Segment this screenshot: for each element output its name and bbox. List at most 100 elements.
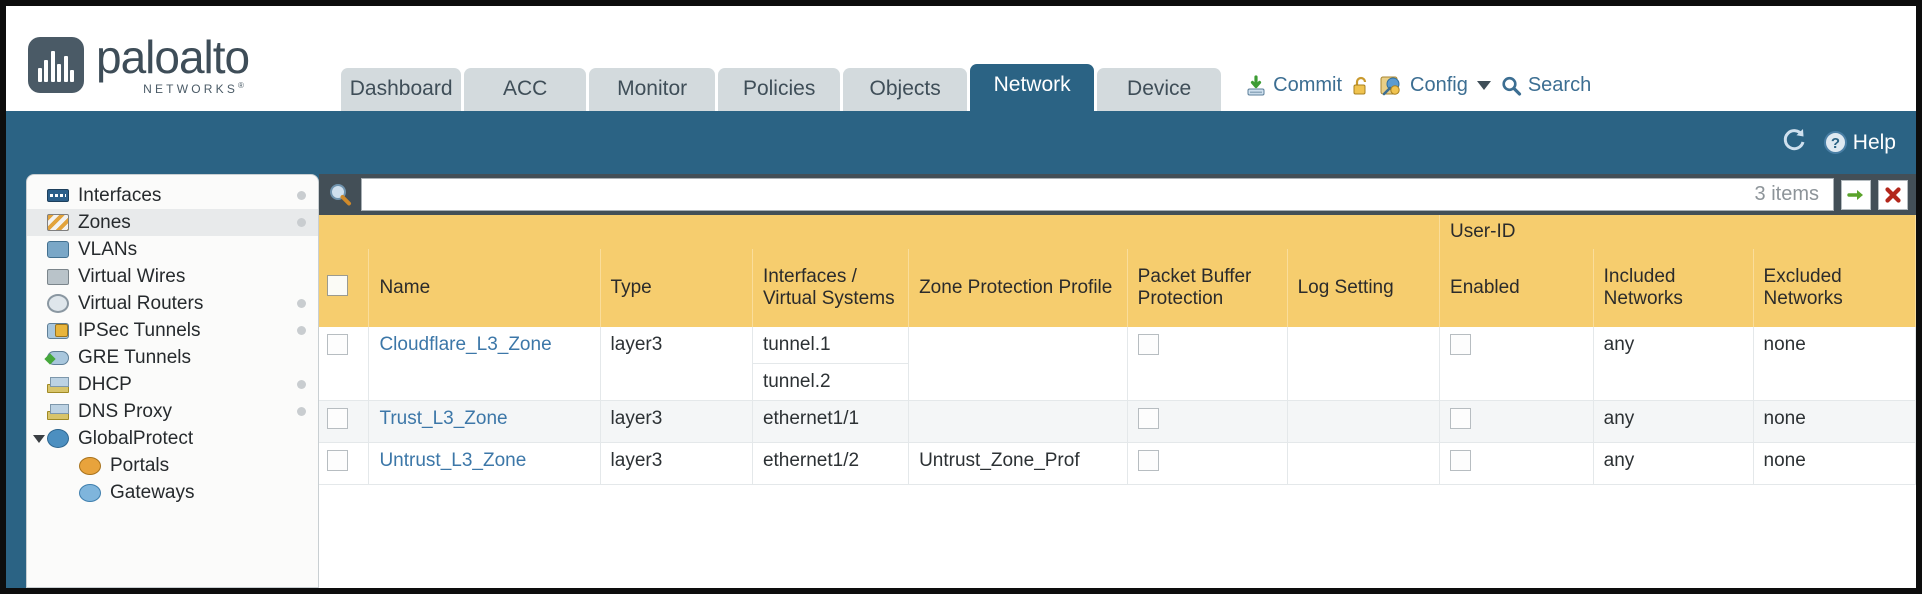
column-header-enabled[interactable]: Enabled [1439,249,1594,328]
sidebar-item-label: Gateways [110,481,195,503]
table-row[interactable]: Cloudflare_L3_Zone layer3 tunnel.1 tunne… [319,327,1916,402]
commit-button[interactable]: Commit [1245,74,1342,97]
help-button[interactable]: ? Help [1823,130,1896,155]
packet-buffer-protection-checkbox[interactable] [1137,334,1159,356]
tab-objects[interactable]: Objects [843,68,968,111]
search-button[interactable]: Search [1500,74,1591,97]
cell-included-networks: any [1593,400,1754,444]
column-header-excluded-networks[interactable]: Excluded Networks [1753,249,1916,328]
status-dot [297,299,306,308]
paloalto-logo-icon [28,36,84,93]
sidebar-item-portals[interactable]: Portals [27,452,318,479]
virtual-routers-icon [47,294,69,313]
cell-zone-protection-profile: Untrust_Zone_Prof [908,442,1128,486]
column-header-log-setting[interactable]: Log Setting [1287,249,1441,328]
sidebar-item-vlans[interactable]: VLANs [27,236,318,263]
tab-policies[interactable]: Policies [718,68,841,111]
column-header-zone-protection-profile[interactable]: Zone Protection Profile [908,249,1128,328]
zone-name-link[interactable]: Trust_L3_Zone [379,408,508,430]
cell-type: layer3 [600,400,753,444]
sidebar-item-virtual-routers[interactable]: Virtual Routers [27,290,318,317]
refresh-button[interactable] [1779,127,1809,158]
sidebar-item-interfaces[interactable]: Interfaces [27,182,318,209]
brand-logo[interactable]: paloalto NETWORKS® [6,34,250,111]
config-gear-icon [1380,76,1400,95]
lock-button[interactable] [1351,75,1371,97]
row-checkbox[interactable] [327,334,348,356]
cell-excluded-networks: none [1753,442,1916,486]
cell-name[interactable]: Untrust_L3_Zone [368,442,601,486]
status-dot [297,380,306,389]
zone-name-link[interactable]: Untrust_L3_Zone [379,450,527,472]
filter-toolbar: 3 items [319,174,1916,215]
select-all-checkbox[interactable] [327,274,348,296]
column-header-name[interactable]: Name [368,249,601,328]
row-select-cell[interactable] [319,327,370,402]
userid-enabled-checkbox[interactable] [1450,408,1472,430]
userid-enabled-checkbox[interactable] [1450,334,1472,356]
apply-filter-button[interactable] [1841,179,1871,210]
row-select-cell[interactable] [319,442,370,486]
search-icon [1502,76,1521,96]
column-header-interfaces[interactable]: Interfaces / Virtual Systems [752,249,910,328]
help-icon: ? [1823,131,1847,154]
table-row[interactable]: Trust_L3_Zone layer3 ethernet1/1 any non… [319,400,1916,444]
tab-network[interactable]: Network [970,64,1095,111]
packet-buffer-protection-checkbox[interactable] [1137,450,1159,472]
column-header-packet-buffer-protection[interactable]: Packet Buffer Protection [1127,249,1288,328]
cell-name[interactable]: Cloudflare_L3_Zone [368,327,601,402]
table-group-header-row: User-ID [319,215,1916,250]
sidebar-item-ipsec-tunnels[interactable]: IPSec Tunnels [27,317,318,344]
cell-included-networks: any [1593,327,1754,402]
cell-log-setting [1287,327,1441,402]
sidebar-item-gateways[interactable]: Gateways [27,479,318,506]
cell-log-setting [1287,400,1441,444]
row-checkbox[interactable] [327,450,348,472]
cell-userid-enabled[interactable] [1439,442,1594,486]
arrow-right-icon [1847,189,1863,200]
row-checkbox[interactable] [327,408,348,430]
table-row[interactable]: Untrust_L3_Zone layer3 ethernet1/2 Untru… [319,442,1916,486]
cell-packet-buffer-protection[interactable] [1127,442,1288,486]
filter-input[interactable]: 3 items [361,178,1834,211]
column-header-type[interactable]: Type [600,249,753,328]
config-menu[interactable]: Config [1380,74,1491,97]
cell-userid-enabled[interactable] [1439,327,1594,402]
svg-text:?: ? [1831,135,1840,152]
sidebar-item-zones[interactable]: Zones [27,209,318,236]
zone-name-link[interactable]: Cloudflare_L3_Zone [379,334,552,356]
row-select-cell[interactable] [319,400,370,444]
globalprotect-icon [47,429,69,448]
packet-buffer-protection-checkbox[interactable] [1137,408,1159,430]
sidebar-item-label: Virtual Wires [78,265,186,287]
sidebar-item-dhcp[interactable]: DHCP [27,371,318,398]
cell-name[interactable]: Trust_L3_Zone [368,400,601,444]
tab-device[interactable]: Device [1097,68,1222,111]
sidebar-item-dns-proxy[interactable]: DNS Proxy [27,398,318,425]
status-dot [297,407,306,416]
sidebar-item-globalprotect[interactable]: GlobalProtect [27,425,318,452]
search-filter-icon[interactable] [326,181,354,209]
sidebar-item-virtual-wires[interactable]: Virtual Wires [27,263,318,290]
clear-filter-button[interactable] [1878,179,1908,210]
tab-acc[interactable]: ACC [464,68,587,111]
tab-monitor[interactable]: Monitor [589,68,716,111]
select-all-header[interactable] [319,249,370,328]
sidebar-item-label: Virtual Routers [78,292,204,314]
sidebar-item-gre-tunnels[interactable]: GRE Tunnels [27,344,318,371]
expand-triangle-icon[interactable] [33,434,45,443]
userid-enabled-checkbox[interactable] [1450,450,1472,472]
cell-packet-buffer-protection[interactable] [1127,327,1288,402]
sidebar-item-label: Interfaces [78,184,162,206]
config-label: Config [1410,74,1468,96]
vlans-icon [47,241,69,258]
column-header-included-networks[interactable]: Included Networks [1593,249,1754,328]
sub-header-bar: ? Help [6,111,1916,174]
refresh-icon [1783,129,1805,151]
content-area: Interfaces Zones VLANs Virtual Wires Vir… [6,174,1916,588]
cell-packet-buffer-protection[interactable] [1127,400,1288,444]
cell-userid-enabled[interactable] [1439,400,1594,444]
tab-dashboard[interactable]: Dashboard [341,68,462,111]
sidebar-item-label: GlobalProtect [78,427,194,449]
